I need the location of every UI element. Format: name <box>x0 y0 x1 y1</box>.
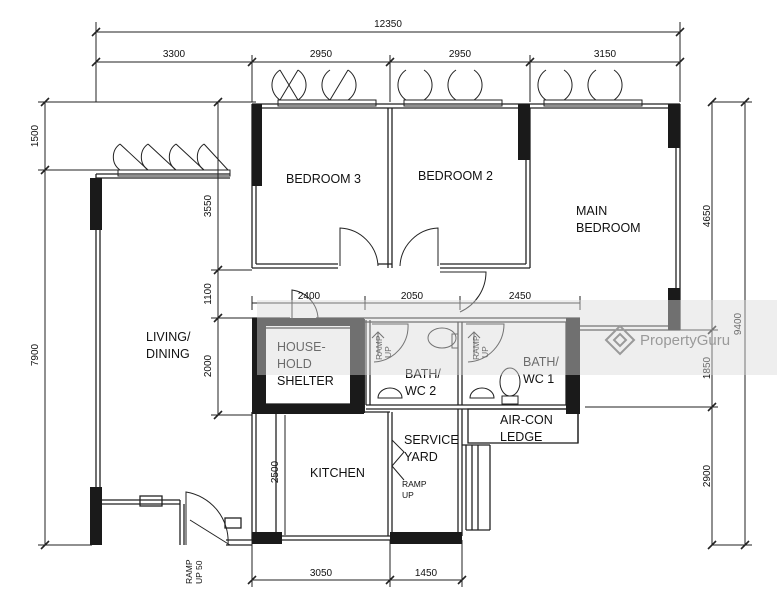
label-aircon-line1: AIR-CON <box>500 413 553 427</box>
watermark-brand: PropertyGuru <box>640 332 730 349</box>
label-bedroom-3: BEDROOM 3 <box>286 172 361 186</box>
label-bath1-line1: BATH/ <box>523 355 559 369</box>
dim-left-shelter: 2000 <box>203 354 214 377</box>
dim-right-bath: 1850 <box>702 356 713 379</box>
label-bath1-line2: WC 1 <box>523 372 554 386</box>
ramp-bath2-label: RAMP <box>374 335 384 360</box>
dim-top-1: 3300 <box>163 49 186 60</box>
dim-top-2: 2950 <box>310 49 333 60</box>
wall-blocks <box>90 104 680 545</box>
label-kitchen: KITCHEN <box>310 466 365 480</box>
label-bedroom-2: BEDROOM 2 <box>418 169 493 183</box>
windows <box>112 69 643 177</box>
ramp-service-up: UP <box>402 490 414 500</box>
dim-right-main-bedroom: 4650 <box>702 204 713 227</box>
dimension-ticks <box>40 27 750 585</box>
dim-corridor-2: 2050 <box>401 291 424 302</box>
label-shelter-line3: SHELTER <box>277 374 334 388</box>
dim-overall: 12350 <box>374 19 402 30</box>
label-service-line1: SERVICE <box>404 433 459 447</box>
ramp-labels: RAMP UP RAMP UP RAMP UP RAMP UP 50 <box>184 335 490 584</box>
label-living-line1: LIVING/ <box>146 330 191 344</box>
ramp-service-label: RAMP <box>402 479 427 489</box>
room-labels: BEDROOM 3 BEDROOM 2 MAIN BEDROOM LIVING/… <box>146 169 641 480</box>
ramp-entrance-label: RAMP <box>184 559 194 584</box>
watermark: PropertyGuru <box>257 300 777 375</box>
label-main-bedroom-line2: BEDROOM <box>576 221 641 235</box>
fixtures <box>371 327 521 405</box>
watermark-band <box>257 300 777 375</box>
ramp-bath2-up: UP <box>383 346 393 358</box>
dim-right-overall: 9400 <box>733 312 744 335</box>
label-bath2-line1: BATH/ <box>405 367 441 381</box>
dim-corridor-1: 2400 <box>298 291 321 302</box>
dim-left-overall: 7900 <box>30 343 41 366</box>
label-living-line2: DINING <box>146 347 190 361</box>
label-service-line2: YARD <box>404 450 438 464</box>
label-aircon-line2: LEDGE <box>500 430 542 444</box>
dim-bottom-1: 3050 <box>310 568 333 579</box>
ramp-bath1-label: RAMP <box>471 335 481 360</box>
propertyguru-logo-icon <box>604 324 636 356</box>
dim-left-bedroom: 3550 <box>203 194 214 217</box>
label-main-bedroom-line1: MAIN <box>576 204 607 218</box>
dim-right-lower: 2900 <box>702 464 713 487</box>
ramp-entrance-up: UP 50 <box>194 560 204 584</box>
dim-left-top: 1500 <box>30 124 41 147</box>
ramp-bath1-up: UP <box>480 346 490 358</box>
label-bath2-line2: WC 2 <box>405 384 436 398</box>
doors <box>185 227 505 546</box>
label-shelter-line1: HOUSE- <box>277 340 326 354</box>
dim-top-4: 3150 <box>594 49 617 60</box>
dim-corridor-3: 2450 <box>509 291 532 302</box>
dimension-labels: 12350 3300 2950 2950 3150 7900 1500 3550… <box>30 19 744 579</box>
dim-top-3: 2950 <box>449 49 472 60</box>
dim-left-corridor: 1100 <box>203 283 214 305</box>
dim-kitchen-height: 2500 <box>270 460 281 483</box>
label-shelter-line2: HOLD <box>277 357 312 371</box>
dim-bottom-2: 1450 <box>415 568 438 579</box>
